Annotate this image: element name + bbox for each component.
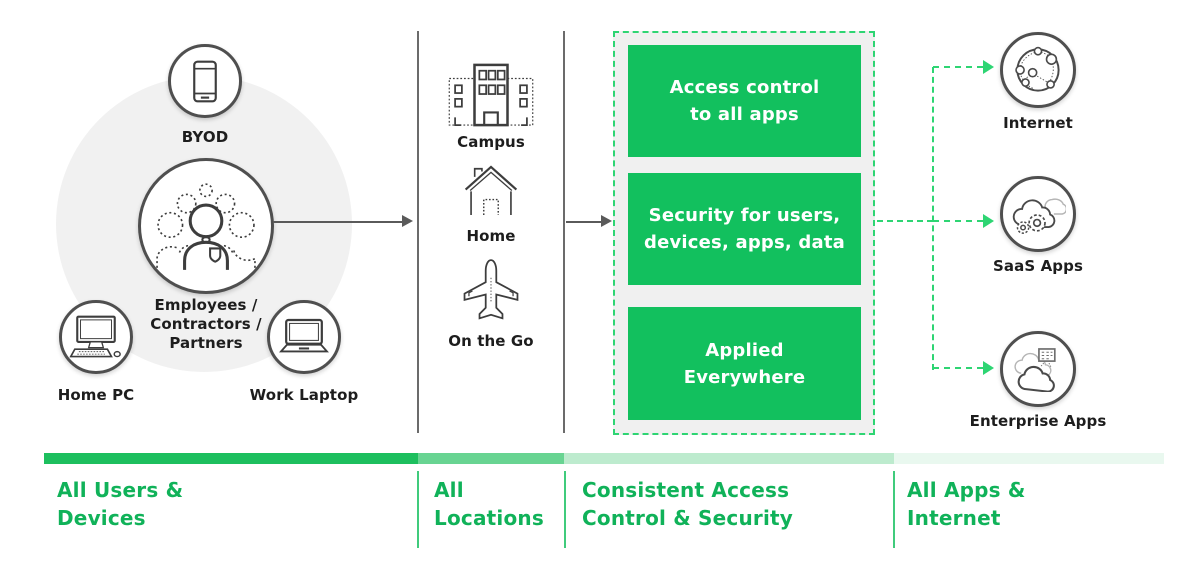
internet-arrow-head	[983, 60, 994, 74]
security-panel: Access control to all apps Security for …	[613, 31, 875, 435]
bar-segment-users	[44, 453, 418, 464]
office-building-icon	[448, 63, 534, 127]
internet-node	[1000, 32, 1076, 108]
section-label-users-devices: All Users & Devices	[57, 478, 184, 530]
campus-label: Campus	[457, 133, 525, 151]
internet-label: Internet	[1003, 114, 1073, 132]
network-globe-icon	[1015, 46, 1060, 92]
byod-node	[168, 44, 242, 118]
home-pc-label: Home PC	[57, 386, 135, 404]
home-location-node	[462, 163, 520, 217]
laptop-icon	[279, 318, 329, 353]
branch-to-saas-dashed-line	[933, 220, 983, 222]
work-laptop-node	[267, 300, 341, 374]
branch-vertical-dashed-line	[932, 67, 934, 370]
bottom-divider-3	[893, 471, 895, 548]
bar-segment-apps	[894, 453, 1164, 464]
access-control-box: Access control to all apps	[628, 45, 861, 157]
locations-right-divider	[563, 31, 565, 433]
locations-to-security-arrow-head	[601, 215, 612, 227]
section-label-apps-internet: All Apps & Internet	[907, 478, 1026, 530]
bar-segment-locations	[418, 453, 564, 464]
cloud-gears-icon	[1012, 197, 1066, 234]
security-box: Security for users, devices, apps, data	[628, 173, 861, 285]
people-group-icon	[156, 183, 256, 270]
enterprise-apps-label: Enterprise Apps	[969, 412, 1107, 430]
users-to-locations-arrow-line	[273, 221, 403, 223]
enterprise-arrow-head	[983, 361, 994, 375]
bar-segment-security	[564, 453, 894, 464]
home-location-label: Home	[466, 227, 516, 245]
applied-everywhere-box: Applied Everywhere	[628, 307, 861, 420]
section-label-access-security: Consistent Access Control & Security	[582, 478, 794, 530]
enterprise-apps-node	[1000, 331, 1076, 407]
employees-label: Employees / Contractors / Partners	[150, 296, 262, 353]
byod-label: BYOD	[181, 128, 229, 146]
section-label-locations: All Locations	[434, 478, 544, 530]
saas-arrow-head	[983, 214, 994, 228]
bottom-divider-2	[564, 471, 566, 548]
employees-node	[138, 158, 274, 294]
work-laptop-label: Work Laptop	[249, 386, 359, 404]
home-pc-node	[59, 300, 133, 374]
locations-to-security-arrow-line	[566, 221, 603, 223]
smartphone-icon	[193, 60, 217, 102]
saas-apps-node	[1000, 176, 1076, 252]
branch-to-internet-dashed-line	[933, 66, 983, 68]
desktop-computer-icon	[69, 315, 121, 358]
cloud-building-icon	[1014, 347, 1056, 392]
branch-to-enterprise-dashed-line	[933, 367, 983, 369]
campus-node	[445, 62, 537, 128]
locations-left-divider	[417, 31, 419, 433]
security-to-branch-dashed-line	[877, 220, 933, 222]
airplane-icon	[463, 259, 519, 320]
saas-apps-label: SaaS Apps	[993, 257, 1083, 275]
bottom-divider-1	[417, 471, 419, 548]
house-icon	[464, 164, 518, 215]
on-the-go-label: On the Go	[448, 332, 534, 350]
users-to-locations-arrow-head	[402, 215, 413, 227]
on-the-go-node	[461, 256, 521, 326]
